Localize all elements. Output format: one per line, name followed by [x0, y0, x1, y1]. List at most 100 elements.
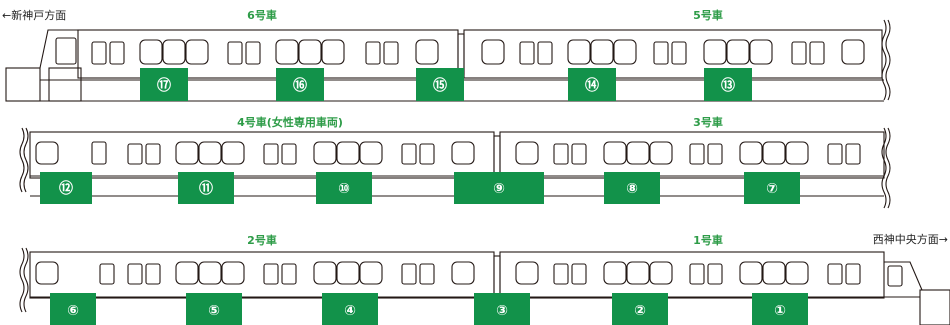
door-number-16: ⑯ — [293, 77, 307, 94]
car-window — [281, 263, 297, 285]
car-window — [419, 263, 435, 285]
car-window — [689, 143, 705, 165]
car-window — [35, 261, 59, 285]
car-window — [571, 263, 587, 285]
door-1 — [752, 293, 808, 325]
car-window — [809, 41, 825, 65]
car-window — [626, 261, 650, 285]
car-3-body — [499, 131, 885, 179]
car-window — [281, 143, 297, 165]
row-2-break-right — [881, 127, 891, 209]
car-window — [221, 141, 245, 165]
door-10 — [316, 172, 372, 204]
car-window — [603, 261, 627, 285]
door-number-4: ④ — [344, 303, 356, 319]
car-window — [887, 265, 903, 287]
car-6-body — [77, 29, 459, 79]
car-label-1: 1号車 — [693, 233, 723, 247]
door-number-6: ⑥ — [67, 303, 79, 319]
door-11 — [178, 172, 234, 204]
car-window — [519, 41, 535, 65]
car-window — [762, 141, 786, 165]
door-number-1: ① — [774, 303, 786, 319]
car-window — [537, 41, 553, 65]
car-window — [419, 143, 435, 165]
car-window — [162, 39, 186, 65]
car-window — [649, 261, 673, 285]
car-window — [401, 143, 417, 165]
car-window — [99, 263, 115, 285]
car-window — [613, 39, 637, 65]
car-6-front-step — [48, 67, 82, 102]
car-window — [785, 141, 809, 165]
car-window — [785, 261, 809, 285]
car-window — [749, 39, 773, 65]
car-window — [649, 141, 673, 165]
car-window — [145, 263, 161, 285]
car-window — [841, 39, 865, 65]
car-window — [263, 263, 279, 285]
car-window — [91, 141, 107, 165]
door-number-17: ⑰ — [157, 77, 171, 94]
car-window — [275, 39, 299, 65]
car-window — [689, 263, 705, 285]
car-window — [571, 143, 587, 165]
car-window — [185, 39, 209, 65]
car-window — [726, 39, 750, 65]
car-window — [145, 143, 161, 165]
door-5 — [186, 293, 242, 325]
car-5-body — [463, 29, 883, 79]
car-window — [263, 143, 279, 165]
row-2-break-left — [19, 127, 29, 193]
car-window — [336, 141, 360, 165]
row-3-cars: ⑥ ⑤ ④ ③ ② ① — [19, 247, 950, 325]
direction-shin-kobe: ←新神戸方面 — [2, 8, 66, 22]
car-window — [762, 261, 786, 285]
car-window — [827, 143, 843, 165]
car-window — [109, 41, 125, 65]
car-window — [298, 39, 322, 65]
car-label-6: 6号車 — [247, 8, 277, 22]
car-window — [313, 261, 337, 285]
door-number-15: ⑮ — [433, 77, 447, 94]
car-window — [671, 41, 687, 65]
door-number-2: ② — [634, 303, 646, 319]
car-window — [567, 39, 591, 65]
door-number-5: ⑤ — [208, 303, 220, 319]
row-3-break-left — [19, 247, 29, 313]
door-2 — [612, 293, 668, 325]
car-label-5: 5号車 — [693, 8, 723, 22]
car-window — [127, 143, 143, 165]
car-window — [221, 261, 245, 285]
car-window — [845, 143, 861, 165]
car-window — [313, 141, 337, 165]
door-number-10: ⑩ — [338, 181, 350, 197]
car-window — [401, 263, 417, 285]
car-window — [35, 141, 59, 165]
direction-seishin-chuo: 西神中央方面→ — [873, 232, 948, 246]
door-15 — [416, 68, 464, 101]
car-label-3: 3号車 — [693, 115, 723, 129]
car-window — [55, 37, 77, 65]
row-1-cars: ⑰ ⑯ ⑮ ⑭ ⑬ — [5, 19, 891, 102]
door-13 — [704, 68, 752, 101]
car-window — [451, 141, 475, 165]
car-window — [139, 39, 163, 65]
car-label-4: 4号車(女性専用車両) — [237, 115, 343, 129]
car-window — [791, 41, 807, 65]
coupler-2-1 — [493, 255, 501, 295]
car-window — [515, 261, 539, 285]
car-6-front-block — [5, 67, 41, 102]
door-number-9: ⑨ — [493, 181, 505, 197]
door-8 — [604, 172, 660, 204]
car-1-cab-outline — [884, 261, 923, 325]
car-window — [703, 39, 727, 65]
car-window — [707, 143, 723, 165]
car-6-cab-outline — [6, 29, 78, 69]
car-window — [383, 41, 399, 65]
car-window — [653, 41, 669, 65]
door-17 — [140, 68, 188, 101]
car-window — [739, 261, 763, 285]
door-number-3: ③ — [496, 303, 508, 319]
car-window — [336, 261, 360, 285]
